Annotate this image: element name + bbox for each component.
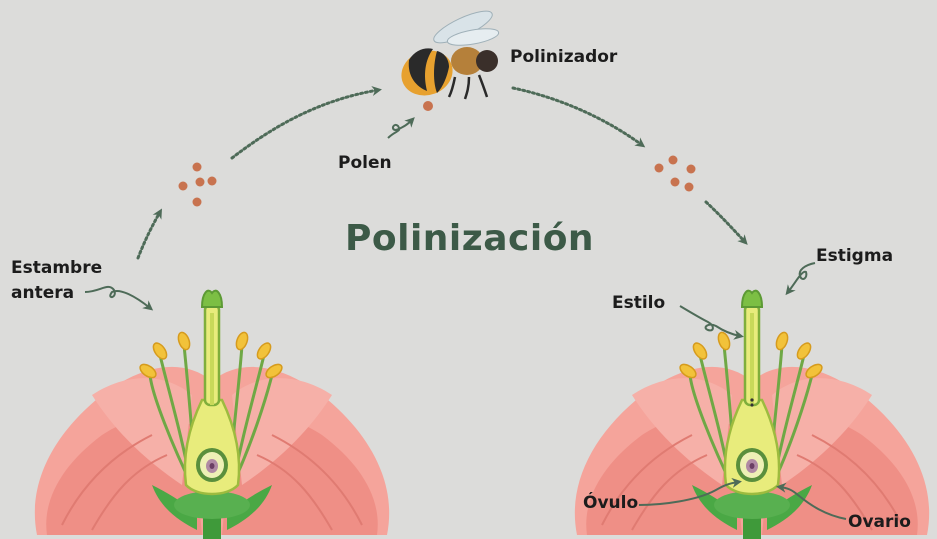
label-style: Estilo bbox=[612, 293, 666, 313]
label-pollinator: Polinizador bbox=[510, 47, 618, 67]
arrow-pollen-to-flower bbox=[704, 200, 748, 245]
pollen-grains-right-icon bbox=[654, 155, 696, 192]
label-leaders bbox=[84, 117, 847, 520]
label-ovary: Ovario bbox=[848, 512, 911, 532]
label-ovule: Óvulo bbox=[583, 493, 639, 513]
cycle-arrows bbox=[136, 86, 748, 260]
bee-icon bbox=[401, 10, 500, 100]
label-anther: antera bbox=[11, 283, 75, 303]
arrow-bee-to-pollen bbox=[511, 86, 646, 148]
label-stigma: Estigma bbox=[816, 246, 894, 266]
arrow-flower-to-pollen bbox=[136, 208, 162, 260]
diagram-title: Polinización bbox=[345, 218, 595, 259]
label-pollen: Polen bbox=[338, 153, 392, 173]
label-stamen: Estambre bbox=[11, 258, 103, 278]
flower-right-icon bbox=[573, 289, 931, 539]
flower-left-icon bbox=[33, 289, 391, 539]
pollen-grain-on-bee bbox=[423, 101, 433, 111]
pollen-grains-left-icon bbox=[178, 162, 217, 207]
arrow-pollen-to-bee bbox=[230, 86, 382, 160]
